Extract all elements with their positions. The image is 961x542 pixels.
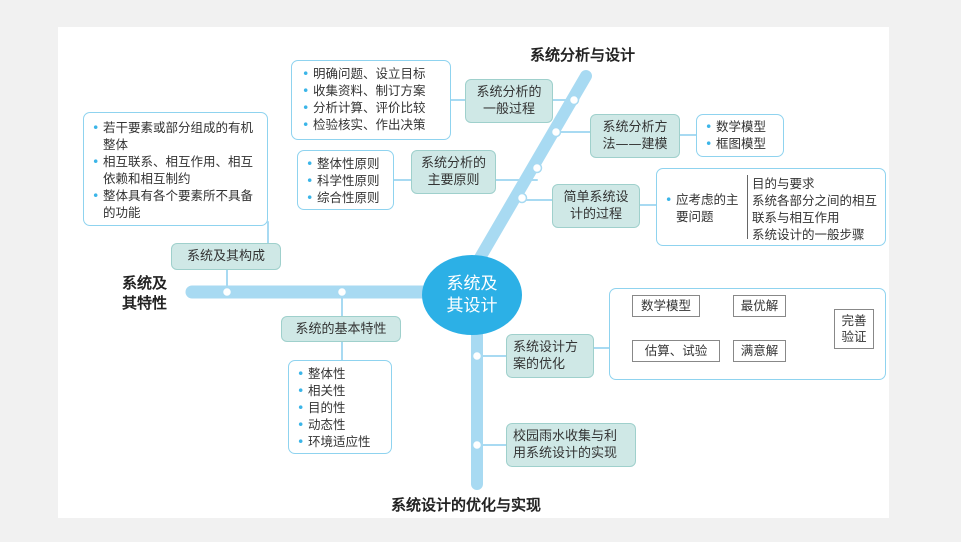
basic-properties-list: 整体性 相关性 目的性 动态性 环境适应性 [288, 360, 392, 454]
list-item: 收集资料、制订方案 [302, 82, 440, 99]
node-analysis-process: 系统分析的一般过程 [465, 79, 553, 123]
list-item: 目的性 [297, 399, 383, 416]
design-considerations-box: • 应考虑的主要问题 目的与要求 系统各部分之间的相互联系与相互作用 系统设计的… [656, 168, 886, 246]
list-item: 若干要素或部分组成的有机整体 [92, 119, 259, 153]
junction-dot [531, 162, 543, 174]
list-item: 科学性原则 [306, 172, 385, 189]
center-node: 系统及其设计 [422, 255, 522, 335]
title-analysis-design: 系统分析与设计 [530, 46, 636, 64]
junction-dot [471, 439, 483, 451]
analysis-method-list: 数学模型 框图模型 [696, 114, 784, 157]
node-design-optimization: 系统设计方案的优化 [506, 334, 594, 378]
list-item: 整体性 [297, 365, 383, 382]
list-item: 系统各部分之间的相互联系与相互作用 [752, 193, 878, 225]
list-item: 综合性原则 [306, 189, 385, 206]
title-optimization: 系统设计的优化与实现 [391, 496, 542, 514]
list-item: 分析计算、评价比较 [302, 99, 440, 116]
list-item: 框图模型 [705, 135, 775, 152]
analysis-principles-list: 整体性原则 科学性原则 综合性原则 [297, 150, 394, 210]
node-analysis-principles: 系统分析的主要原则 [411, 150, 496, 194]
junction-dot [568, 94, 580, 106]
list-item: 整体具有各个要素所不具备的功能 [92, 187, 259, 221]
list-item: 相互联系、相互作用、相互依赖和相互制约 [92, 153, 259, 187]
junction-dot [471, 350, 483, 362]
junction-dot [550, 126, 562, 138]
node-simple-design: 简单系统设计的过程 [552, 184, 640, 228]
flow-math-model: 数学模型 [632, 295, 700, 317]
bracket-divider [747, 175, 748, 239]
flow-estimate-test: 估算、试验 [632, 340, 720, 362]
analysis-process-list: 明确问题、设立目标 收集资料、制订方案 分析计算、评价比较 检验核实、作出决策 [291, 60, 451, 140]
composition-list: 若干要素或部分组成的有机整体 相互联系、相互作用、相互依赖和相互制约 整体具有各… [83, 112, 268, 226]
list-item: 环境适应性 [297, 433, 383, 450]
considerations-items: 目的与要求 系统各部分之间的相互联系与相互作用 系统设计的一般步骤 [752, 175, 884, 243]
flow-satisfactory-solution: 满意解 [733, 340, 786, 362]
flow-optimal-solution: 最优解 [733, 295, 786, 317]
list-item: 系统设计的一般步骤 [752, 227, 865, 242]
list-item: 整体性原则 [306, 155, 385, 172]
node-analysis-method: 系统分析方法——建模 [590, 114, 680, 158]
considerations-label: • 应考虑的主要问题 [665, 192, 739, 224]
list-item: 明确问题、设立目标 [302, 65, 440, 82]
flow-perfect-verify: 完善验证 [834, 309, 874, 349]
node-system-composition: 系统及其构成 [171, 243, 281, 270]
junction-dot [221, 286, 233, 298]
list-item: 相关性 [297, 382, 383, 399]
branch-top [464, 70, 592, 281]
junction-dot [516, 192, 528, 204]
node-rainwater-system: 校园雨水收集与利用系统设计的实现 [506, 423, 636, 467]
node-basic-properties: 系统的基本特性 [281, 316, 401, 342]
title-system-properties: 系统及其特性 [122, 274, 168, 312]
list-item: 数学模型 [705, 118, 775, 135]
list-item: 检验核实、作出决策 [302, 116, 440, 133]
list-item: 目的与要求 [752, 176, 815, 191]
junction-dot [336, 286, 348, 298]
list-item: 动态性 [297, 416, 383, 433]
